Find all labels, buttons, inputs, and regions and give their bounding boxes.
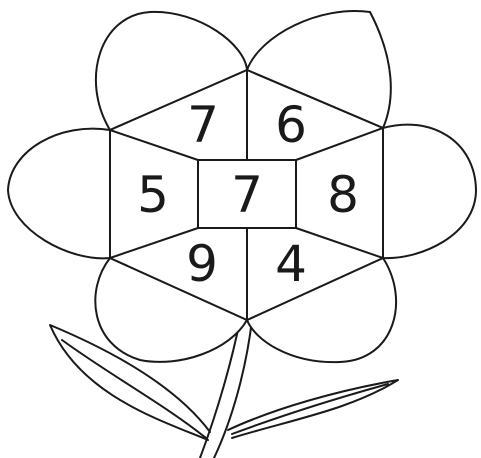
petal-left xyxy=(8,129,110,259)
petal-right xyxy=(383,125,476,259)
number-bottom-left: 9 xyxy=(186,235,218,293)
right-leaf-vein xyxy=(232,384,388,434)
number-bottom-right: 4 xyxy=(275,235,307,293)
number-center: 7 xyxy=(231,166,263,224)
number-left: 5 xyxy=(137,166,169,224)
number-top-right: 6 xyxy=(275,96,307,154)
number-right: 8 xyxy=(327,166,359,224)
number-top-left: 7 xyxy=(187,96,219,154)
